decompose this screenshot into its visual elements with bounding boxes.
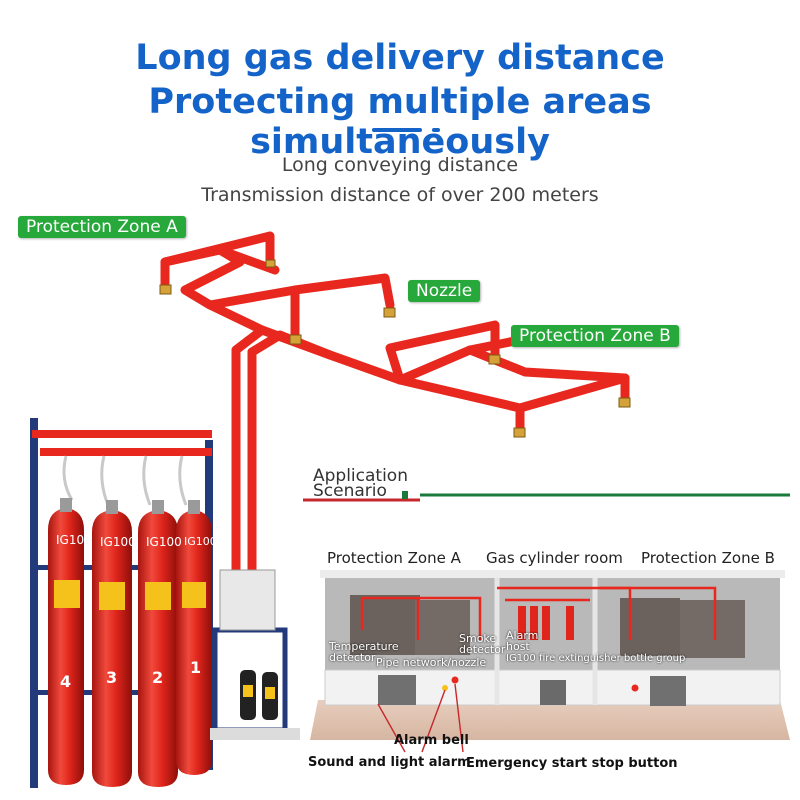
title-line-2: Protecting multiple areas simultaneously xyxy=(148,82,652,162)
valve-rack xyxy=(210,569,300,740)
label-temperature-detector: Temperature detector xyxy=(329,640,399,664)
tag-protection-zone-b: Protection Zone B xyxy=(511,325,679,347)
tag-nozzle: Nozzle xyxy=(408,280,481,302)
scenario-panel xyxy=(300,462,800,800)
subtitle-line-1: Long conveying distance xyxy=(281,154,519,176)
subtitle-line-2: Transmission distance of over 200 meters xyxy=(201,184,599,206)
label-alarm-host: Alarm host xyxy=(506,629,539,653)
scenario-zone-b: Protection Zone B xyxy=(641,549,775,567)
scenario-zone-a: Protection Zone A xyxy=(327,549,461,567)
label-emergency-button: Emergency start stop button xyxy=(466,756,678,771)
cylinder-number-2: 2 xyxy=(152,668,164,687)
title-underline-dot xyxy=(432,128,440,132)
cylinder-brand-3: IG100 xyxy=(100,535,136,549)
tag-protection-zone-a: Protection Zone A xyxy=(18,216,186,238)
cylinder-brand-4: IG100 xyxy=(56,533,92,547)
cylinders xyxy=(48,498,212,787)
cylinder-brand-1: IG100 xyxy=(184,535,217,548)
title-line-1: Long gas delivery distance xyxy=(135,38,665,78)
scenario-title-line-2: Scenario xyxy=(313,481,387,501)
label-bottle-group: IG100 fire extinguisher bottle group xyxy=(506,653,686,664)
cylinder-number-1: 1 xyxy=(190,658,202,677)
label-sound-light-alarm: Sound and light alarm xyxy=(308,755,471,770)
label-alarm-bell: Alarm bell xyxy=(394,733,469,748)
scenario-gas-room: Gas cylinder room xyxy=(486,549,623,567)
pipe-network xyxy=(160,231,630,585)
label-smoke-detector: Smoke detector xyxy=(459,632,506,656)
title-underline xyxy=(372,128,422,132)
nozzle-heads xyxy=(159,259,631,438)
cylinder-number-4: 4 xyxy=(60,672,72,691)
label-pipe-network: Pipe network/nozzle xyxy=(376,656,487,669)
cylinder-brand-2: IG100 xyxy=(146,535,182,549)
cylinder-number-3: 3 xyxy=(106,668,118,687)
scenario-title-line-1: Application xyxy=(313,466,408,486)
